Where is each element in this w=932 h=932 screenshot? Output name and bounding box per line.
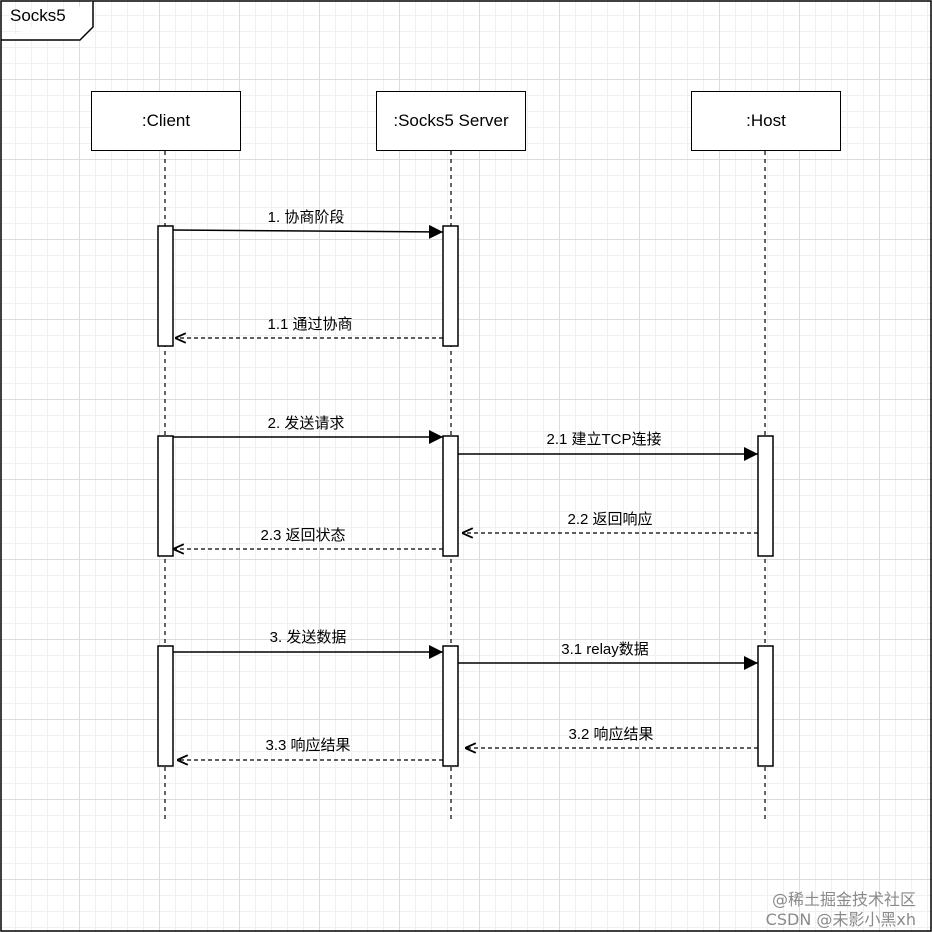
frame-label-tab [1,1,94,41]
participant-socks5-server: :Socks5 Server [376,91,526,151]
frame-label: Socks5 [10,6,66,25]
message-label-2-1: 2.1 建立TCP连接 [546,431,662,448]
message-label-3: 3. 发送数据 [269,629,347,646]
participant-client: :Client [91,91,241,151]
message-label-1: 1. 协商阶段 [267,209,345,226]
activation-server-2 [442,435,459,557]
activation-client-2 [157,435,174,557]
watermark-juejin: @稀土掘金技术社区 [771,890,916,909]
activation-host-3 [757,645,774,767]
activation-host-2 [757,435,774,557]
message-label-3-3: 3.3 响应结果 [265,737,351,754]
message-label-1-1: 1.1 通过协商 [267,316,353,333]
activation-server-3 [442,645,459,767]
activation-server-1 [442,225,459,347]
message-label-2: 2. 发送请求 [267,415,345,432]
watermark-csdn: CSDN @未影小黑xh [765,910,916,929]
activation-client-1 [157,225,174,347]
message-label-3-1: 3.1 relay数据 [561,641,649,658]
message-label-2-3: 2.3 返回状态 [260,527,346,544]
arrow-m1 [172,224,444,239]
activation-client-3 [157,645,174,767]
message-label-3-2: 3.2 响应结果 [568,726,654,743]
participant-host: :Host [691,91,841,151]
message-label-2-2: 2.2 返回响应 [567,511,653,528]
